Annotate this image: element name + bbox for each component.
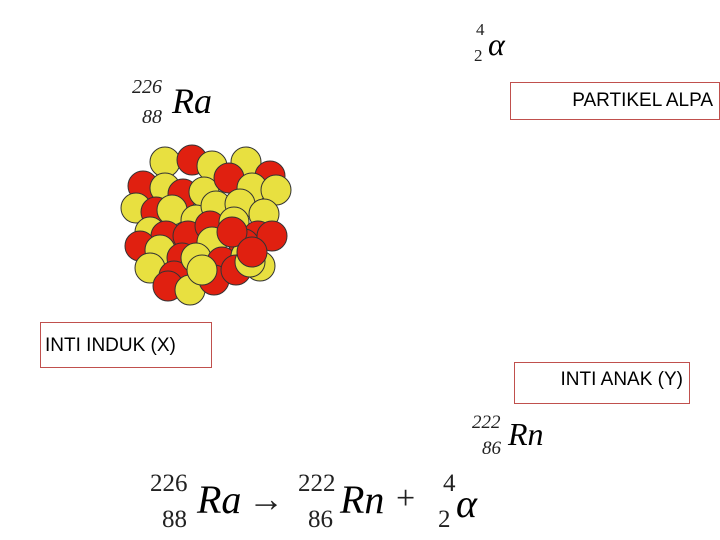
eq-ra-mass: 226 xyxy=(150,470,188,498)
eq-rn-atomic: 86 xyxy=(308,506,333,534)
eq-ra-symbol: Ra xyxy=(197,476,241,523)
decay-equation: 226 88 Ra → 222 86 Rn + 4 2 α xyxy=(140,470,520,536)
neutron xyxy=(187,255,217,285)
alpha-particle-label: PARTIKEL ALPA xyxy=(510,82,720,120)
rn-notation: 222 86 Rn xyxy=(472,412,572,462)
nucleon-cluster xyxy=(121,145,291,305)
rn-atomic-number: 86 xyxy=(482,438,501,460)
daughter-nucleus-label: INTI ANAK (Y) xyxy=(514,362,690,404)
rn-mass-number: 222 xyxy=(472,412,501,434)
ra-mass-number: 226 xyxy=(132,76,162,99)
eq-plus: + xyxy=(396,480,415,518)
eq-rn-symbol: Rn xyxy=(340,476,384,523)
rn-symbol: Rn xyxy=(508,416,544,453)
radium-nucleus xyxy=(110,135,300,315)
alpha-symbol: α xyxy=(488,26,505,63)
alpha-top-notation: 4 2 α xyxy=(470,20,530,70)
proton xyxy=(237,237,267,267)
alpha-atomic-number: 2 xyxy=(474,46,483,66)
eq-alpha-symbol: α xyxy=(456,480,477,527)
eq-arrow: → xyxy=(248,478,284,520)
parent-nucleus-label: INTI INDUK (X) xyxy=(40,322,212,368)
alpha-mass-number: 4 xyxy=(476,20,485,40)
ra-atomic-number: 88 xyxy=(142,106,162,129)
ra-symbol: Ra xyxy=(172,80,212,122)
eq-ra-atomic: 88 xyxy=(162,506,187,534)
eq-alpha-mass: 4 xyxy=(443,470,456,498)
eq-alpha-atomic: 2 xyxy=(438,506,451,534)
ra-notation: 226 88 Ra xyxy=(130,76,240,132)
eq-rn-mass: 222 xyxy=(298,470,336,498)
